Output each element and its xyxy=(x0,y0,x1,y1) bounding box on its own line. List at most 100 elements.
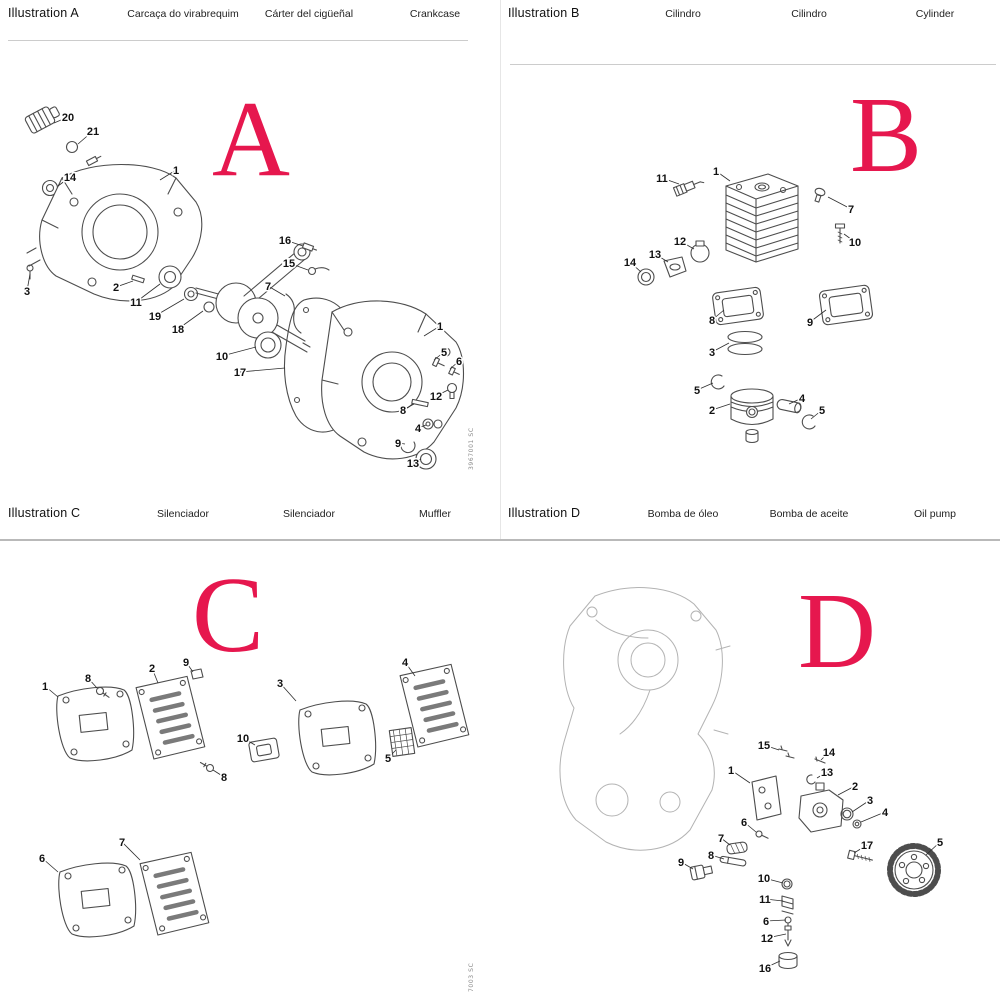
part-number-label: 10 xyxy=(849,237,861,249)
part-number-label: 10 xyxy=(237,733,249,745)
callout-leader xyxy=(417,424,427,429)
part-name-es: Cárter del cigüeñal xyxy=(264,8,354,20)
clamp-part xyxy=(690,240,710,263)
callout-leader xyxy=(284,239,304,247)
circlip-right-part xyxy=(801,414,816,430)
pin-part xyxy=(814,756,826,764)
callout-leader xyxy=(851,799,871,813)
illustration-d-header: Illustration D Bomba de óleo Bomba de ac… xyxy=(500,506,1000,520)
muffler-bolt-part xyxy=(198,758,216,774)
piston-part xyxy=(730,388,774,426)
callout-leader xyxy=(710,854,725,860)
sprocket-part xyxy=(887,843,941,897)
callout-leader xyxy=(387,749,397,759)
illustration-a-header: Illustration A Carcaça do virabrequim Cá… xyxy=(0,6,500,20)
part-number-label: 8 xyxy=(708,850,714,862)
callout-leader xyxy=(820,751,830,761)
callout-leader xyxy=(267,285,286,297)
callout-leader xyxy=(711,342,730,353)
worm-gear-part xyxy=(726,841,748,855)
part-number-label: 11 xyxy=(656,173,668,185)
part-number-label: 5 xyxy=(385,753,391,765)
callout-leader xyxy=(135,283,161,303)
callout-leader xyxy=(177,310,204,330)
callout-leader xyxy=(433,351,445,361)
part-number-label: 9 xyxy=(183,657,189,669)
illustration-b-panel: Illustration B Cilindro Cilindro Cylinde… xyxy=(500,0,1000,500)
callout-leader xyxy=(763,744,780,751)
part-number-label: 7 xyxy=(119,837,125,849)
callout-leader xyxy=(41,857,59,873)
part-number-label: 4 xyxy=(882,807,889,819)
part-number-label: 9 xyxy=(678,857,684,869)
part-number-label: 9 xyxy=(395,438,401,450)
part-number-label: 13 xyxy=(649,249,661,261)
part-number-label: 7 xyxy=(718,833,724,845)
callout-leader xyxy=(279,682,297,702)
illustration-c-panel: Illustration C Silenciador Silenciador M… xyxy=(0,500,500,1000)
illustration-title: Illustration C xyxy=(8,506,81,520)
part-name-pt: Silenciador xyxy=(157,508,209,520)
callout-leader xyxy=(763,877,784,884)
cylinder-part xyxy=(725,173,799,263)
part-name-en: Crankcase xyxy=(409,8,461,20)
part-number-label: 6 xyxy=(456,356,462,368)
cylinder-screw-part xyxy=(834,223,846,244)
part-number-label: 3 xyxy=(709,347,715,359)
screws-part xyxy=(778,745,795,759)
callout-leader xyxy=(423,325,441,337)
callout-leader xyxy=(711,309,725,321)
part-number-label: 3 xyxy=(277,678,283,690)
washer-part xyxy=(852,819,862,829)
part-name-pt: Carcaça do virabrequim xyxy=(127,8,239,20)
callout-leader xyxy=(26,273,31,292)
header-rule xyxy=(8,40,468,41)
callout-leader xyxy=(809,309,827,323)
part-number-label: 5 xyxy=(441,347,447,359)
plug-part xyxy=(689,864,714,881)
part-number-label: 8 xyxy=(221,772,227,784)
section-letter: C xyxy=(192,556,265,675)
part-number-label: 20 xyxy=(62,112,74,124)
callout-leader xyxy=(159,169,177,181)
bushing-part xyxy=(778,951,798,970)
part-number-label: 14 xyxy=(64,172,77,184)
part-name-en: Oil pump xyxy=(913,508,956,520)
muffler-cover-part xyxy=(135,675,205,760)
callout-leader xyxy=(212,769,225,778)
callout-leader xyxy=(185,661,194,673)
muffler-shell-part xyxy=(56,686,135,762)
part-number-label: 12 xyxy=(430,391,442,403)
callout-leader xyxy=(242,737,256,746)
part-number-label: 12 xyxy=(761,933,773,945)
decompression-valve-part xyxy=(814,187,826,203)
part-number-label: 10 xyxy=(758,873,770,885)
callout-leader xyxy=(860,811,886,823)
intake-boot-part xyxy=(663,256,687,278)
small-fasteners-left xyxy=(26,264,145,284)
section-letter: A xyxy=(212,80,290,199)
muffler-bracket-part xyxy=(190,668,204,680)
illustration-title: Illustration A xyxy=(8,6,79,20)
illustration-code: 7003 SC xyxy=(468,963,475,992)
base-gasket-part xyxy=(818,284,874,326)
muffler-shell-part xyxy=(298,700,377,776)
part-number-label: 17 xyxy=(234,367,246,379)
part-number-label: 4 xyxy=(415,423,422,435)
illustration-code: 3967001 SC xyxy=(468,427,475,470)
part-number-label: 15 xyxy=(283,258,295,270)
part-number-label: 14 xyxy=(624,257,637,269)
callout-leader xyxy=(288,262,309,271)
pump-shaft-part xyxy=(719,855,747,867)
callout-leader xyxy=(402,403,415,411)
part-name-en: Muffler xyxy=(419,508,451,520)
part-number-label: 21 xyxy=(87,126,99,138)
callout-leader xyxy=(827,196,852,210)
part-number-label: 7 xyxy=(265,281,271,293)
callout-leader xyxy=(121,841,141,861)
part-number-label: 8 xyxy=(709,315,715,327)
